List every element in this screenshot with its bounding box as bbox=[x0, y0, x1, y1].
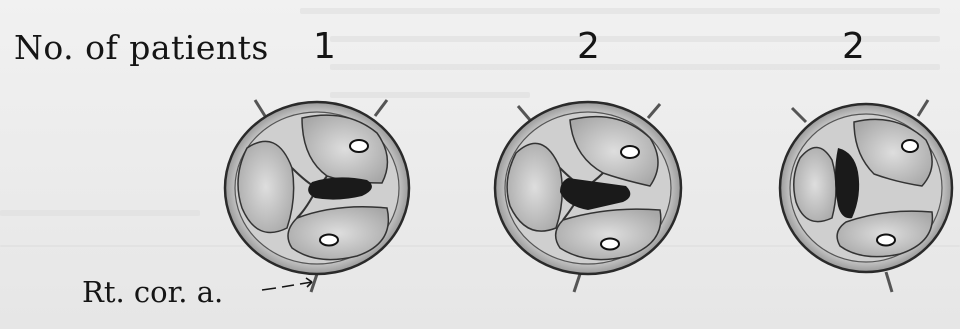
vessel-stub bbox=[255, 100, 265, 116]
coronary-ostium bbox=[320, 235, 338, 246]
valve-cusp bbox=[794, 147, 836, 221]
aortic-valve-3 bbox=[780, 100, 952, 292]
coronary-ostium bbox=[601, 239, 619, 250]
vessel-stub bbox=[792, 108, 806, 122]
coronary-ostium bbox=[902, 140, 918, 152]
vessel-stub bbox=[886, 272, 892, 292]
vessel-stub bbox=[648, 104, 660, 118]
vessel-stub bbox=[574, 274, 580, 292]
aortic-valve-1 bbox=[225, 100, 409, 292]
vessel-stub bbox=[918, 100, 928, 116]
coronary-ostium bbox=[350, 140, 368, 152]
vessel-stub bbox=[375, 100, 387, 116]
coronary-ostium bbox=[877, 235, 895, 246]
callout-leader bbox=[262, 282, 312, 290]
right-coronary-artery-label: Rt. cor. a. bbox=[82, 275, 223, 309]
coronary-ostium bbox=[621, 146, 639, 158]
aortic-valve-2 bbox=[495, 102, 681, 292]
vessel-stub bbox=[518, 106, 530, 120]
